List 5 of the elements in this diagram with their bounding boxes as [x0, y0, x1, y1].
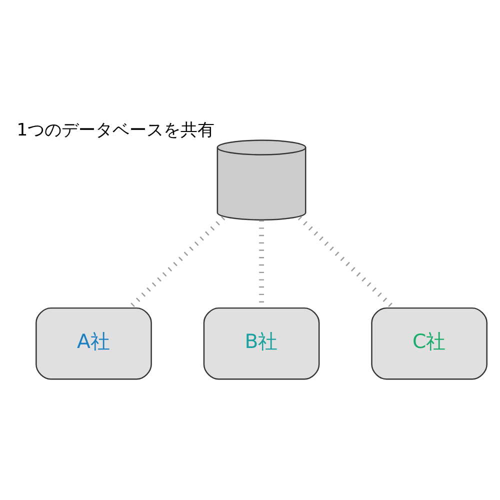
- node-box: A社: [35, 306, 152, 380]
- connector: [297, 216, 394, 309]
- node-label: 1つのデータベースを共有: [16, 120, 214, 140]
- node-box: C社: [370, 306, 487, 380]
- node-box: B社: [202, 306, 320, 380]
